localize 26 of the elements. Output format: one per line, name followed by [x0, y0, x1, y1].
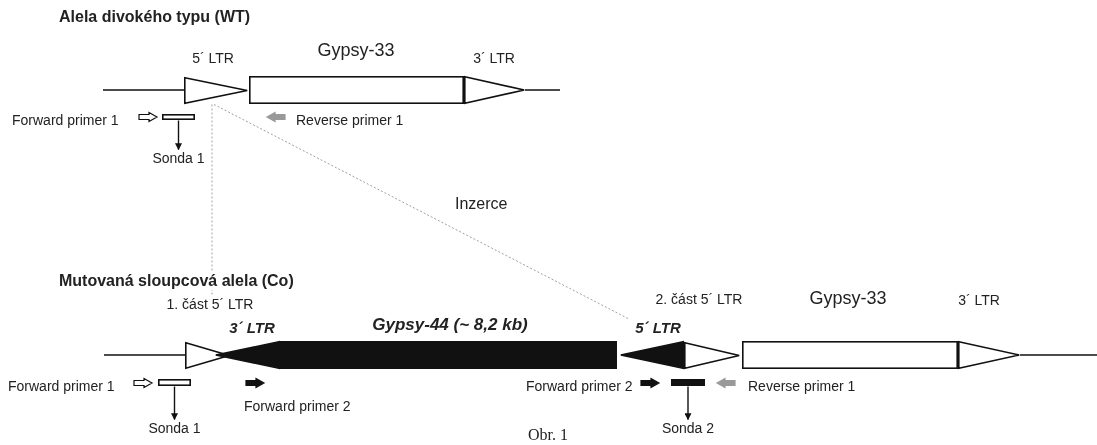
section-heading: Mutovaná sloupcová alela (Co) — [57, 272, 296, 291]
segment-label: Gypsy-33 — [317, 40, 395, 61]
section-heading: Alela divokého typu (WT) — [57, 8, 253, 27]
segment-label: 5´ LTR — [192, 50, 234, 67]
probe-label: Sonda 1 — [152, 150, 205, 167]
segment-label: 5´ LTR — [635, 319, 681, 337]
primer-label: Forward primer 1 — [8, 378, 115, 395]
arrow — [175, 119, 182, 151]
probe-label: Sonda 2 — [661, 420, 715, 437]
primer-label: Forward primer 1 — [12, 112, 119, 129]
segment-label: 2. část 5´ LTR — [655, 291, 743, 308]
segment-label: 3´ LTR — [958, 292, 1000, 309]
arrow — [171, 385, 178, 421]
probe-label: Sonda 1 — [148, 420, 201, 437]
arrow — [684, 385, 692, 421]
figure-caption: Obr. 1 — [528, 426, 568, 445]
primer-label: Reverse primer 1 — [748, 378, 856, 395]
segment-label: Gypsy-33 — [809, 288, 887, 309]
primer-label: Forward primer 2 — [526, 378, 633, 395]
segment-label: Gypsy-44 (~ 8,2 kb) — [372, 315, 528, 335]
insertion-guide-line — [213, 104, 629, 319]
segment-label: 3´ LTR — [229, 319, 275, 337]
primer-label: Forward primer 2 — [244, 398, 351, 415]
segment-label: 1. část 5´ LTR — [166, 296, 254, 313]
segment-label: 3´ LTR — [473, 50, 515, 67]
insertion-label: Inzerce — [455, 195, 508, 214]
